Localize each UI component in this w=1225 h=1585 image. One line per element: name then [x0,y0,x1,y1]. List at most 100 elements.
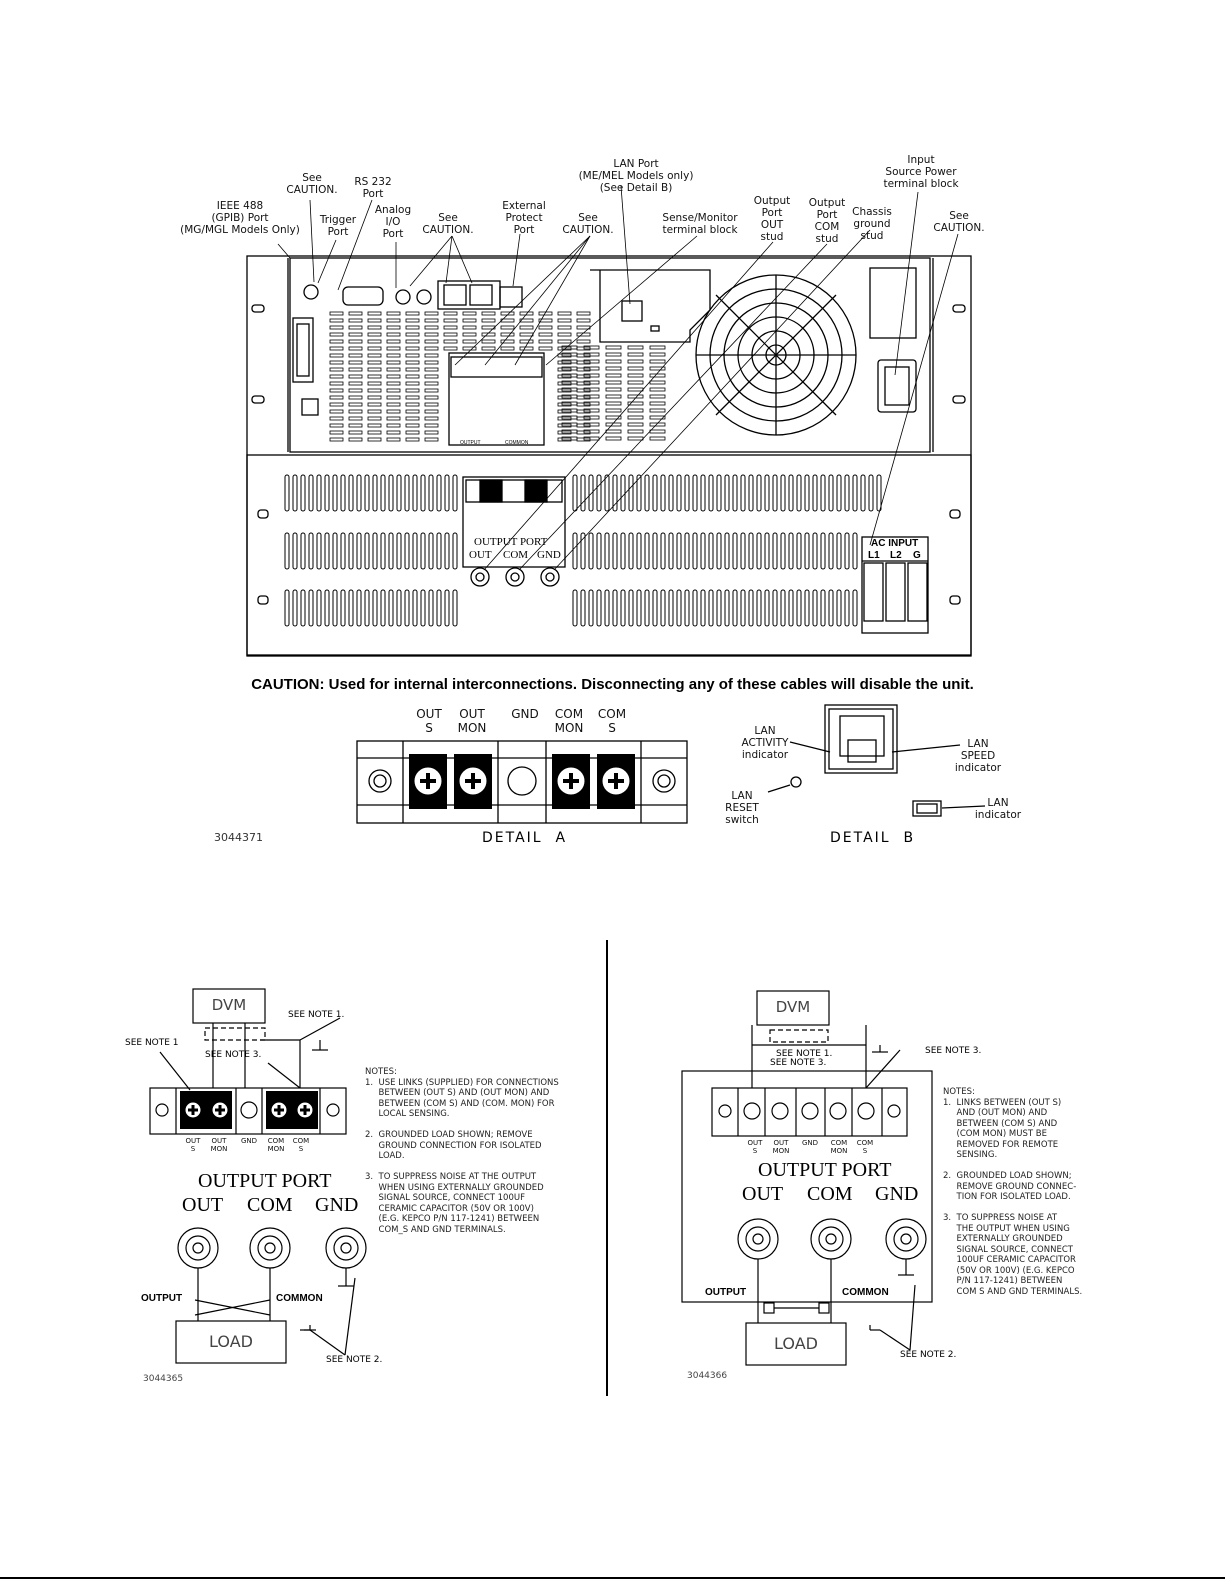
vent-slot [576,367,591,372]
vent-slot [716,532,722,570]
vent-slot [596,474,602,512]
right-see-note-1: SEE NOTE 1. [776,1049,833,1059]
vent-slot [605,387,622,392]
vent-slot [649,429,666,434]
vent-slot [386,402,401,407]
vent-slot [348,360,363,365]
vent-slot [557,367,572,372]
vent-slot [500,332,515,337]
vent-slot [284,474,290,512]
vent-slot [561,429,578,434]
vent-slot [576,416,591,421]
vent-slot [836,532,842,570]
vent-slot [386,437,401,442]
vent-slot [340,589,346,627]
vent-slot [364,532,370,570]
vent-slot [649,394,666,399]
vent-slot [605,401,622,406]
vent-slot [649,366,666,371]
vent-slot [576,381,591,386]
vent-slot [405,367,420,372]
vent-slot [605,408,622,413]
vent-slot [348,388,363,393]
vent-slot [367,402,382,407]
vent-slot [329,409,344,414]
vent-slot [649,436,666,441]
vent-slot [519,339,534,344]
right-terminal-label: COM MON [830,1139,848,1155]
vent-slot [557,318,572,323]
vent-slot [405,402,420,407]
left-com-label: COM [247,1194,293,1216]
panel-output-label: OUTPUT [460,440,481,446]
vent-slot [583,366,600,371]
vent-slot [292,474,298,512]
right-notes: NOTES: 1. LINKS BETWEEN (OUT S) AND (OUT… [943,1087,1083,1297]
vent-slot [329,374,344,379]
vent-slot [668,589,674,627]
lan-reset-label: LAN RESET switch [725,790,759,826]
vent-slot [332,474,338,512]
vent-slot [660,474,666,512]
left-see-note-2: SEE NOTE 2. [326,1355,383,1365]
vent-slot [405,430,420,435]
vent-slot [424,430,439,435]
vent-slot [348,474,354,512]
vent-slot [557,409,572,414]
vent-slot [372,532,378,570]
vent-slot [519,346,534,351]
vent-slot [583,380,600,385]
vent-slot [424,409,439,414]
vent-slot [405,353,420,358]
vent-slot [405,318,420,323]
vent-slot [367,360,382,365]
vent-slot [828,532,834,570]
vent-slot [724,474,730,512]
vent-slot [420,532,426,570]
vent-slot [386,360,401,365]
left-see-note-3: SEE NOTE 3. [205,1050,262,1060]
vent-slot [700,474,706,512]
vent-slot [436,589,442,627]
vent-slot [844,474,850,512]
vent-slot [644,589,650,627]
vent-slot [308,532,314,570]
vent-slot [367,311,382,316]
vent-slot [367,430,382,435]
vent-slot [324,474,330,512]
left-terminal-label: GND [240,1137,258,1145]
see-caution-label: See CAUTION. [422,212,474,236]
vent-slot [367,339,382,344]
vent-slot [300,474,306,512]
vent-slot [443,339,458,344]
vent-slot [388,589,394,627]
vent-slot [405,381,420,386]
rear-panel-drawing [246,185,972,657]
vent-slot [627,415,644,420]
vent-slot [424,332,439,337]
vent-slot [424,395,439,400]
see-caution-label: See CAUTION. [933,210,985,234]
vent-slot [367,374,382,379]
vent-slot [649,352,666,357]
vent-slot [386,374,401,379]
vent-slot [405,325,420,330]
vent-slot [452,532,458,570]
vent-slot [676,474,682,512]
panel-common-label: COMMON [505,440,529,446]
vent-slot [583,415,600,420]
vent-slot [557,339,572,344]
vent-slot [557,395,572,400]
left-output-port-title: OUTPUT PORT [198,1170,332,1192]
vent-slot [576,318,591,323]
vent-slot [519,325,534,330]
vent-slot [412,474,418,512]
vent-slot [649,415,666,420]
sense-monitor-block-label: Sense/Monitor terminal block [662,212,738,236]
vent-slot [424,360,439,365]
vent-slot [740,474,746,512]
vent-slot [329,423,344,428]
vent-slot [367,395,382,400]
right-terminal-label: COM S [856,1139,874,1155]
vent-slot [604,474,610,512]
